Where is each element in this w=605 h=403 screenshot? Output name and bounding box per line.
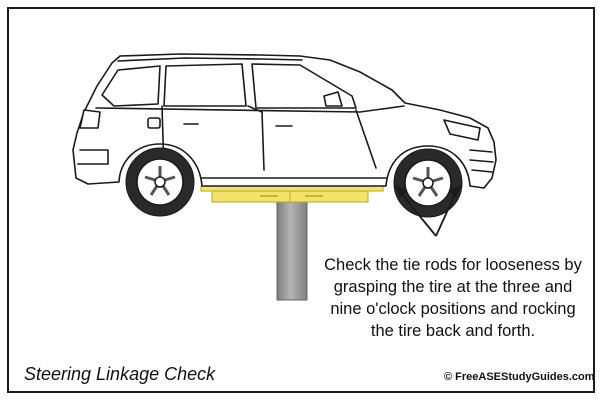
tire-grip-pointers <box>394 184 462 237</box>
diagram-caption: Steering Linkage Check <box>24 364 216 384</box>
front-wheel <box>393 148 463 218</box>
inspection-instructions: Check the tie rods for looseness by gras… <box>324 256 582 340</box>
vehicle-body <box>72 53 497 189</box>
rear-wheel <box>125 147 195 217</box>
lift-post <box>276 198 308 301</box>
lift-arms <box>200 185 384 203</box>
copyright-credit: © FreeASEStudyGuides.com <box>444 371 595 383</box>
